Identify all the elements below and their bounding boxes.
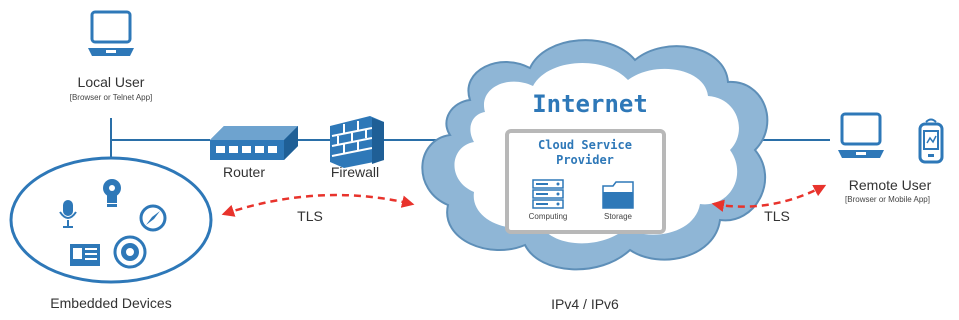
tls-left-arrow <box>221 193 415 217</box>
laptop-icon <box>838 112 884 158</box>
folder-icon <box>602 181 634 209</box>
laptop-icon <box>88 10 134 56</box>
server-icon <box>532 179 564 209</box>
storage-label: Storage <box>603 212 633 221</box>
router-icon <box>210 126 298 160</box>
mobile-phone-icon <box>918 118 944 164</box>
provider-title-line1: Cloud Service <box>538 138 632 152</box>
tls-left-label: TLS <box>297 208 323 224</box>
lightbulb-icon <box>103 179 121 207</box>
firewall-label: Firewall <box>330 164 380 180</box>
id-card-icon <box>70 244 100 266</box>
router-label: Router <box>222 164 266 180</box>
internet-footer-label: IPv4 / IPv6 <box>551 296 619 312</box>
local-user-sublabel: [Browser or Telnet App] <box>69 93 153 102</box>
embedded-devices-group <box>9 156 213 284</box>
speaker-icon <box>113 235 147 269</box>
internet-title: Internet <box>532 90 648 118</box>
tls-right-label: TLS <box>764 208 790 224</box>
firewall-icon <box>330 116 384 168</box>
local-user-label: Local User <box>77 74 145 90</box>
embedded-devices-label: Embedded Devices <box>50 295 172 311</box>
provider-title-line2: Provider <box>556 153 614 167</box>
compass-icon <box>139 204 167 232</box>
tls-right-arrow <box>711 184 827 212</box>
remote-user-label: Remote User <box>848 177 932 193</box>
computing-label: Computing <box>528 212 568 221</box>
microphone-icon <box>59 200 77 228</box>
remote-user-sublabel: [Browser or Mobile App] <box>845 195 930 204</box>
